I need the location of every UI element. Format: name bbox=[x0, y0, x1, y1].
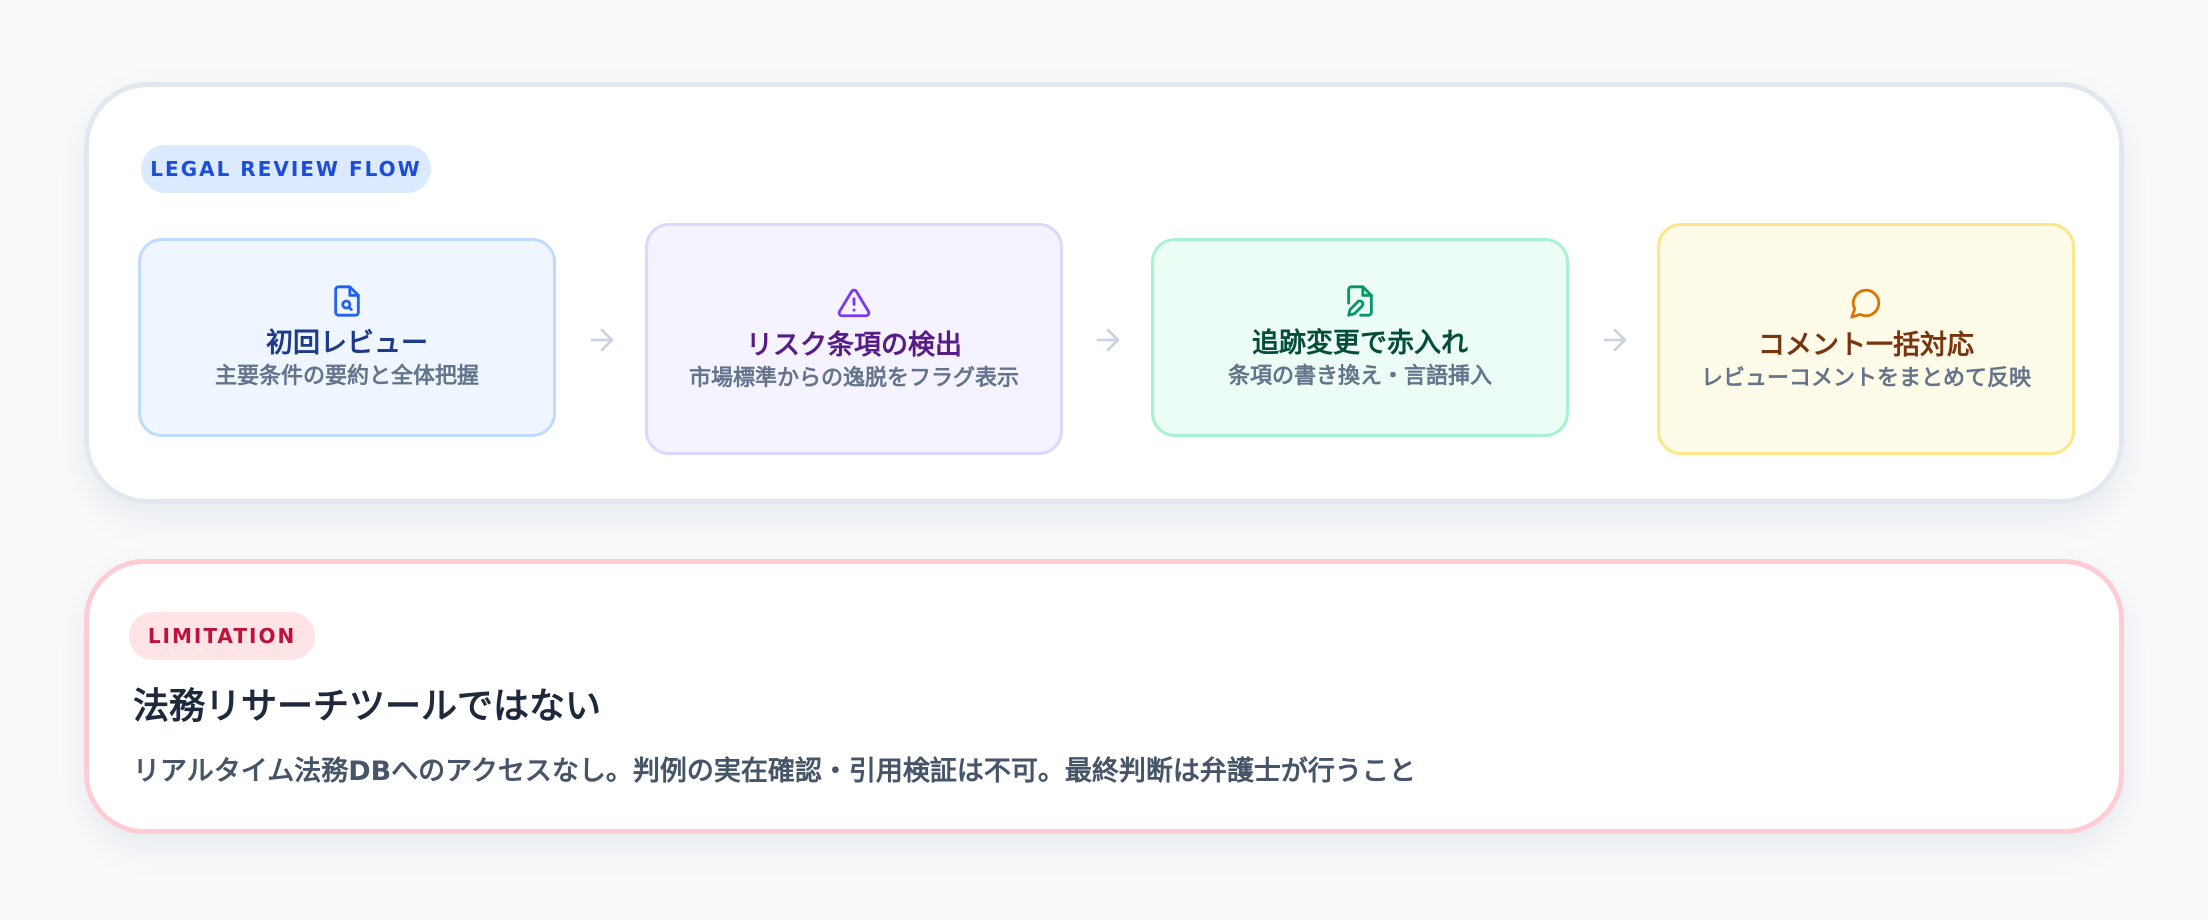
step-bulk-comments: コメント一括対応 レビューコメントをまとめて反映 bbox=[1657, 223, 2075, 455]
step-initial-review: 初回レビュー 主要条件の要約と全体把握 bbox=[138, 238, 556, 437]
step-risk-detection: リスク条項の検出 市場標準からの逸脱をフラグ表示 bbox=[645, 223, 1063, 455]
step-title: 初回レビュー bbox=[266, 328, 428, 359]
review-flow-card: LEGAL REVIEW FLOW 初回レビュー 主要条件の要約と全体把握 リス… bbox=[84, 82, 2124, 504]
step-title: リスク条項の検出 bbox=[746, 329, 962, 361]
file-search-icon bbox=[329, 283, 365, 319]
step-title: 追跡変更で赤入れ bbox=[1252, 328, 1468, 359]
limitation-title: 法務リサーチツールではない bbox=[133, 686, 602, 727]
step-title: コメント一括対応 bbox=[1758, 329, 1974, 361]
step-description: 条項の書き換え・言語挿入 bbox=[1227, 364, 1492, 389]
message-circle-icon bbox=[1848, 285, 1884, 321]
limitation-card: LIMITATION 法務リサーチツールではない リアルタイム法務DBへのアクセ… bbox=[84, 559, 2124, 834]
step-description: レビューコメントをまとめて反映 bbox=[1700, 365, 2031, 391]
arrow-right-icon bbox=[585, 323, 619, 357]
limitation-badge: LIMITATION bbox=[129, 612, 315, 660]
flow-badge: LEGAL REVIEW FLOW bbox=[141, 145, 431, 193]
limitation-body: リアルタイム法務DBへのアクセスなし。判例の実在確認・引用検証は不可。最終判断は… bbox=[133, 756, 1416, 787]
arrow-right-icon bbox=[1598, 323, 1632, 357]
step-tracked-changes: 追跡変更で赤入れ 条項の書き換え・言語挿入 bbox=[1151, 238, 1569, 437]
step-description: 市場標準からの逸脱をフラグ表示 bbox=[688, 365, 1019, 391]
step-description: 主要条件の要約と全体把握 bbox=[214, 364, 479, 389]
file-edit-icon bbox=[1342, 283, 1378, 319]
warning-triangle-icon bbox=[836, 285, 872, 321]
arrow-right-icon bbox=[1091, 323, 1125, 357]
